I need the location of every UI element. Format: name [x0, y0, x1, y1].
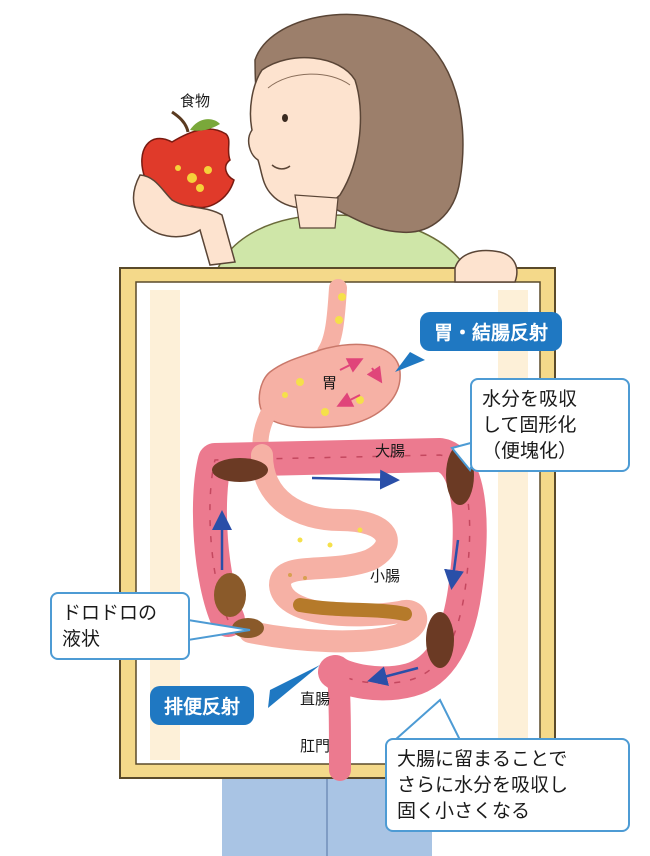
callout-harden: 大腸に留まることで さらに水分を吸収し 固く小さくなる	[385, 738, 630, 832]
hand-left	[132, 174, 236, 266]
callout-liquid: ドロドロの 液状	[50, 592, 190, 660]
stomach	[258, 343, 401, 429]
label-rectum: 直腸	[300, 690, 331, 708]
label-large-intestine: 大腸	[375, 442, 406, 460]
rectum	[327, 661, 351, 781]
badge-gastrocolic-reflex: 胃・結腸反射	[420, 312, 563, 351]
person-face	[247, 57, 362, 209]
label-small-intestine: 小腸	[370, 567, 401, 585]
large-intestine	[192, 438, 487, 701]
label-stomach: 胃	[322, 374, 338, 392]
small-intestine	[239, 444, 428, 653]
callout-absorb-water: 水分を吸収 して固形化 （便塊化）	[470, 378, 630, 472]
badge-defecation-reflex: 排便反射	[150, 686, 255, 725]
label-anus: 肛門	[300, 737, 331, 755]
label-food: 食物	[180, 92, 211, 110]
hand-right	[454, 249, 518, 283]
